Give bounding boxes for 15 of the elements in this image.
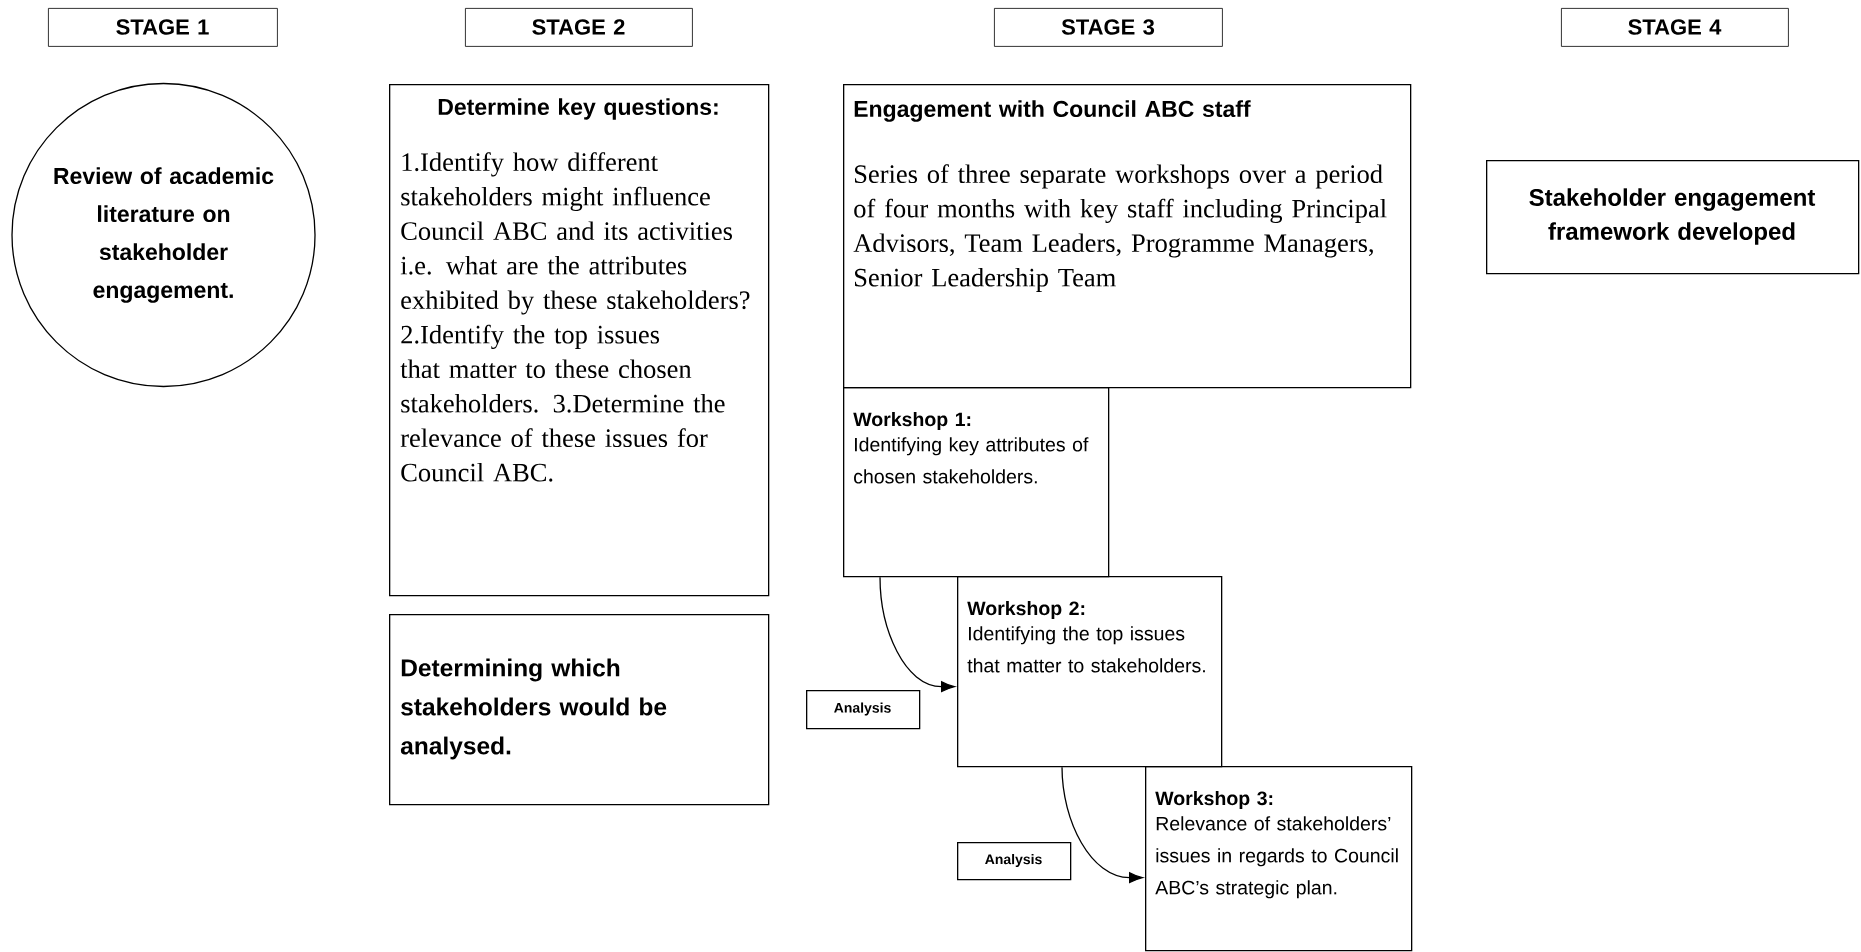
analysis-tag: Analysis (806, 690, 921, 730)
process-box: Determining which stakeholders would be analysed. (389, 614, 770, 806)
stage-header: STAGE 3 (994, 8, 1223, 47)
arrow (1061, 766, 1143, 884)
arrow (879, 576, 955, 693)
workshop-box: Workshop 3: Relevance of stakeholders’ issues in regards to Council ABC’s strategic plan. (1145, 766, 1413, 952)
stage-header: STAGE 2 (465, 8, 693, 47)
workshop-box: Workshop 1: Identifying key attributes of chosen stakeholders. (843, 387, 1110, 578)
process-box: Engagement with Council ABC staff Series of three separate workshops over a period of four months with key staff including Principal Advisors, Team Leaders, Programme Managers, Senior Leadership Team (843, 84, 1412, 389)
process-box: Determine key questions: 1.Identify how different stakeholders might influence Council ABC and its activities i.e. what are the attributes exhibited by these stakeholders? 2.Identify the top issues that matter to these chosen stakeholders. 3.Determine the relevance of these issues for Council ABC. (389, 84, 770, 597)
stage-header: STAGE 4 (1561, 8, 1789, 47)
workshop-box: Workshop 2: Identifying the top issues that matter to stakeholders. (957, 576, 1223, 768)
outcome-box: Stakeholder engagement framework developed (1486, 160, 1860, 275)
stage-header: STAGE 1 (48, 8, 278, 47)
analysis-tag: Analysis (957, 842, 1072, 881)
